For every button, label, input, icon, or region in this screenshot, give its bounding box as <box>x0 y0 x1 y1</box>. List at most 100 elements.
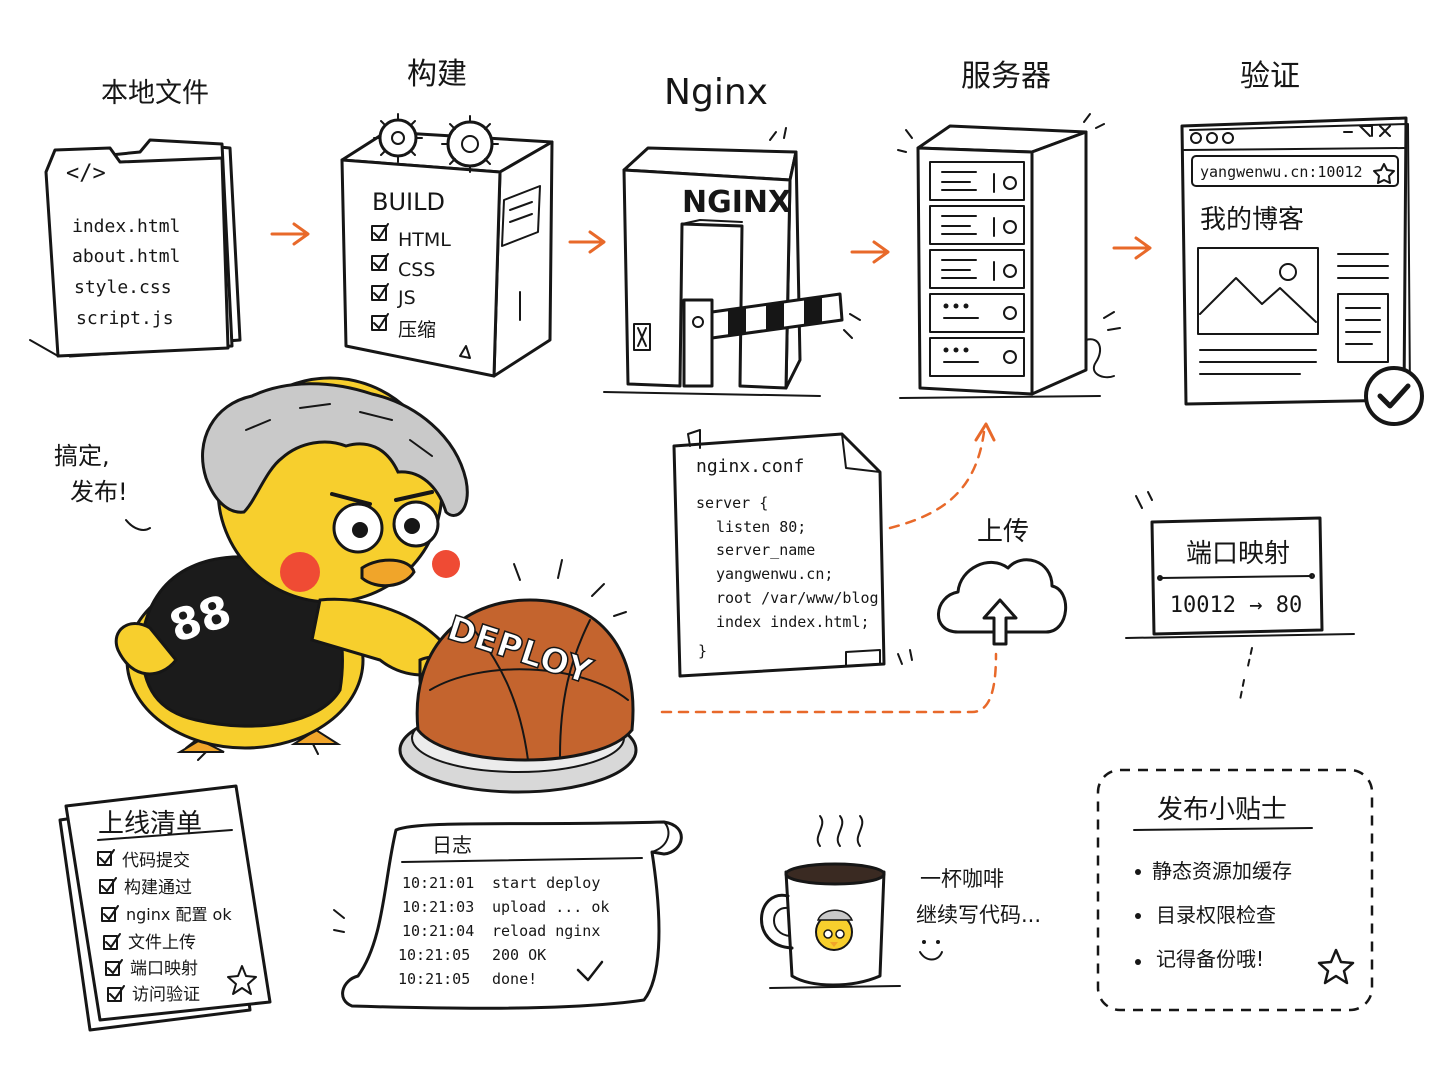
nginx-gate: NGINX <box>603 127 861 397</box>
stage-title-server: 服务器 <box>961 59 1051 94</box>
nginx-conf-line: server { <box>696 494 768 512</box>
upload-label: 上传 <box>977 517 1029 547</box>
checkbox-icon <box>371 313 389 331</box>
coffee-mug-icon <box>760 815 901 989</box>
checkbox-icon <box>107 985 125 1002</box>
file-name: about.html <box>72 246 180 267</box>
star-icon <box>1317 948 1355 985</box>
arrow-right-icon <box>1112 236 1152 260</box>
stage-title-local-files: 本地文件 <box>101 78 209 109</box>
checkmark-icon <box>1364 366 1424 426</box>
checkbox-icon <box>97 849 115 866</box>
file-name: index.html <box>72 216 180 237</box>
checklist-title: 上线清单 <box>98 809 202 839</box>
nginx-conf-line: listen 80; <box>716 518 806 536</box>
checkbox-icon <box>371 283 389 301</box>
build-item: JS <box>397 287 416 309</box>
log-time: 10:21:05 <box>398 970 470 988</box>
log-title: 日志 <box>432 833 472 857</box>
checklist-item: 文件上传 <box>128 933 196 953</box>
smile-icon <box>919 940 943 961</box>
deploy-tips-box: 发布小贴士 静态资源加缓存 目录权限检查 记得备份哦! <box>1096 768 1374 1012</box>
log-scroll: 日志 10:21:01 start deploy 10:21:03 upload… <box>333 820 683 1010</box>
log-message: start deploy <box>492 874 600 892</box>
checklist-item: nginx 配置 ok <box>126 905 232 924</box>
nginx-conf-doc: nginx.conf server { listen 80; server_na… <box>672 429 913 678</box>
coffee-line-2: 继续写代码... <box>916 903 1041 927</box>
checklist-item: 端口映射 <box>130 959 198 979</box>
log-time: 10:21:05 <box>398 946 470 964</box>
stage-title-build: 构建 <box>407 57 467 92</box>
server-unit <box>929 205 1025 245</box>
nginx-conf-line: yangwenwu.cn; <box>716 565 833 583</box>
build-item: 压缩 <box>398 319 436 341</box>
file-name: script.js <box>76 308 174 329</box>
speech-line-2: 发布! <box>70 478 128 506</box>
browser-window: yangwenwu.cn:10012 我的博客 <box>1180 116 1424 426</box>
arrow-up-icon <box>974 422 996 442</box>
browser-url: yangwenwu.cn:10012 <box>1200 163 1363 181</box>
server-unit <box>929 249 1025 289</box>
dashed-arrow <box>888 430 986 530</box>
nginx-conf-filename: nginx.conf <box>696 456 804 477</box>
nginx-conf-line: index index.html; <box>716 613 870 631</box>
log-message: reload nginx <box>492 922 600 940</box>
checkbox-icon <box>99 877 117 894</box>
log-time: 10:21:03 <box>402 898 474 916</box>
checkmark-icon <box>576 960 604 982</box>
server-unit <box>929 337 1025 377</box>
tips-item: 静态资源加缓存 <box>1152 859 1292 883</box>
star-icon <box>227 965 257 995</box>
image-placeholder-icon <box>1197 247 1319 335</box>
checkbox-icon <box>371 223 389 241</box>
nginx-gate-label: NGINX <box>682 185 791 220</box>
tips-title: 发布小贴士 <box>1157 795 1287 825</box>
checkbox-icon <box>105 959 123 976</box>
port-mapping-value: 10012 → 80 <box>1170 593 1302 618</box>
build-item: CSS <box>398 259 435 281</box>
cloud-upload-icon <box>937 558 1067 646</box>
nginx-conf-line: } <box>698 642 707 660</box>
deploy-button: DEPLOY <box>398 559 638 794</box>
build-box: BUILD HTML CSS JS 压缩 <box>340 113 554 378</box>
arrow-right-icon <box>568 230 606 254</box>
checkbox-icon <box>101 905 119 922</box>
build-item: HTML <box>398 229 451 251</box>
arrow-right-icon <box>270 222 310 246</box>
log-time: 10:21:01 <box>402 874 474 892</box>
launch-checklist: 上线清单 代码提交 构建通过 nginx 配置 ok 文件上传 端口映射 访问验… <box>58 784 272 1032</box>
file-name: style.css <box>74 277 172 298</box>
checklist-item: 代码提交 <box>122 851 190 871</box>
speech-line-1: 搞定, <box>54 442 110 470</box>
nginx-conf-line: server_name <box>716 541 815 559</box>
stage-title-verify: 验证 <box>1240 59 1300 94</box>
server-rack <box>897 113 1121 399</box>
checkbox-icon <box>371 253 389 271</box>
nginx-conf-line: root /var/www/blog; <box>716 589 888 607</box>
gear-icon <box>441 115 499 173</box>
port-mapping-card: 端口映射 10012 → 80 <box>1125 491 1355 701</box>
arrow-right-icon <box>850 240 890 264</box>
checklist-item: 访问验证 <box>132 985 200 1005</box>
server-unit <box>929 293 1025 333</box>
port-mapping-title: 端口映射 <box>1186 539 1290 569</box>
checkbox-icon <box>103 933 121 950</box>
browser-page-title: 我的博客 <box>1200 205 1304 235</box>
coffee-line-1: 一杯咖啡 <box>920 867 1004 891</box>
build-label: BUILD <box>372 188 445 216</box>
server-unit <box>929 161 1025 201</box>
stage-title-nginx: Nginx <box>664 72 768 113</box>
log-message: 200 OK <box>492 946 546 964</box>
log-time: 10:21:04 <box>402 922 474 940</box>
code-tag-icon: </> <box>66 161 106 186</box>
checklist-item: 构建通过 <box>124 878 192 898</box>
tips-item: 记得备份哦! <box>1156 947 1264 971</box>
files-folder: </> index.html about.html style.css scri… <box>29 138 242 358</box>
gear-icon <box>373 113 423 163</box>
log-message: done! <box>492 970 537 988</box>
star-icon <box>1373 163 1395 184</box>
tips-item: 目录权限检查 <box>1156 903 1276 927</box>
dashed-connector <box>660 652 998 714</box>
